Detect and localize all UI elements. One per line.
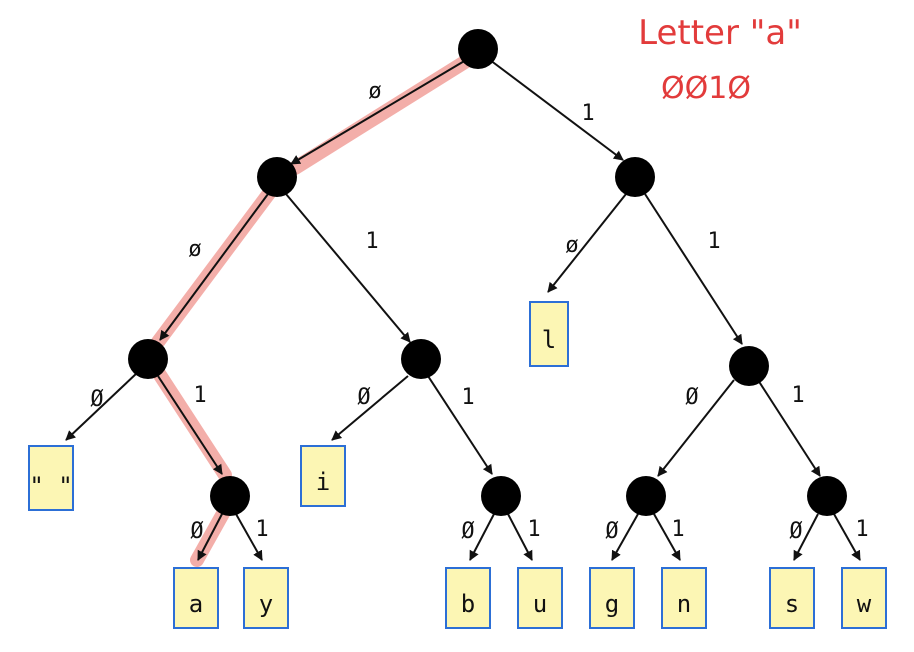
edge-n0-right: [285, 193, 411, 343]
edge-label-n011-right: 1: [527, 517, 540, 542]
edge-n011-left: [469, 513, 495, 561]
internal-nodes: [128, 29, 847, 516]
edge-n00-right: [157, 375, 223, 475]
leaf-label-g: g: [605, 590, 619, 618]
edge-label-n1-right: 1: [707, 229, 720, 254]
node-110: [626, 476, 666, 516]
edge-n011-right: [507, 513, 533, 561]
node-001: [210, 476, 250, 516]
leaf-boxes: [28, 301, 887, 629]
leaf-box-s: [769, 567, 815, 629]
leaf-box-l: [529, 301, 569, 367]
node-011: [481, 476, 521, 516]
annotation-title: Letter "a": [638, 13, 802, 53]
edge-label-root-right: 1: [581, 101, 594, 126]
node-00: [128, 339, 168, 379]
edge-n111-left: [793, 513, 819, 561]
leaf-label-u: u: [533, 590, 547, 618]
leaf-box-w: [841, 567, 887, 629]
leaf-labels: " " a y i b u l g n s w: [29, 326, 871, 618]
edge-label-n0-left: ø: [188, 237, 201, 262]
edge-label-n0-right: 1: [365, 229, 378, 254]
annotation: Letter "a" ØØ1Ø: [638, 13, 802, 106]
leaf-box-a: [173, 567, 219, 629]
node-0: [257, 157, 297, 197]
leaf-label-a: a: [189, 590, 203, 618]
edge-label-n001-right: 1: [255, 517, 268, 542]
edge-label-n111-right: 1: [855, 517, 868, 542]
edge-label-n00-left: Ø: [90, 387, 103, 412]
edge-root-left: [290, 59, 467, 165]
edge-label-n01-left: Ø: [357, 385, 370, 410]
node-1: [615, 157, 655, 197]
leaf-label-l: l: [542, 326, 556, 354]
node-01: [401, 339, 441, 379]
edge-label-root-left: ø: [368, 79, 381, 104]
edge-n1-left: [547, 193, 627, 293]
leaf-label-s: s: [785, 590, 799, 618]
edge-label-n11-right: 1: [791, 383, 804, 408]
edge-n001-right: [235, 513, 263, 561]
edge-n00-left: [65, 371, 139, 441]
edge-label-n111-left: Ø: [789, 519, 802, 544]
node-111: [807, 476, 847, 516]
edge-labels: ø 1 ø 1 ø 1 Ø 1 Ø 1 Ø 1 Ø 1 Ø 1 Ø 1 Ø 1: [90, 79, 868, 544]
edge-label-n11-left: Ø: [685, 385, 698, 410]
edge-label-n110-left: Ø: [605, 519, 618, 544]
leaf-label-b: b: [461, 590, 475, 618]
edge-n110-left: [611, 513, 639, 561]
edge-n11-right: [757, 379, 821, 477]
edge-label-n011-left: Ø: [461, 519, 474, 544]
edge-root-right: [489, 59, 624, 161]
edge-n0-left: [159, 193, 269, 341]
leaf-box-i: [300, 445, 346, 507]
leaf-box-u: [517, 567, 563, 629]
leaf-box-space: [28, 445, 74, 511]
leaf-box-n: [661, 567, 707, 629]
leaf-box-b: [445, 567, 491, 629]
edge-n01-right: [427, 375, 493, 475]
edge-label-n001-left: Ø: [190, 519, 203, 544]
edges: [65, 59, 861, 561]
leaf-label-w: w: [857, 590, 872, 618]
edge-n111-right: [833, 513, 861, 561]
edge-label-n00-right: 1: [193, 383, 206, 408]
edge-n1-right: [644, 193, 743, 345]
leaf-label-i: i: [316, 468, 330, 496]
edge-n001-left: [197, 513, 223, 561]
edge-n110-right: [653, 513, 681, 561]
leaf-box-y: [243, 567, 289, 629]
leaf-label-space: " ": [29, 472, 72, 500]
leaf-label-y: y: [259, 590, 273, 618]
edge-label-n01-right: 1: [461, 385, 474, 410]
edge-n01-left: [331, 375, 409, 441]
node-root: [458, 29, 498, 69]
leaf-box-g: [589, 567, 635, 629]
edge-n11-left: [657, 379, 735, 477]
edge-label-n110-right: 1: [671, 517, 684, 542]
edge-label-n1-left: ø: [565, 233, 578, 258]
leaf-label-n: n: [677, 590, 691, 618]
node-11: [729, 346, 769, 386]
annotation-code: ØØ1Ø: [661, 71, 751, 106]
